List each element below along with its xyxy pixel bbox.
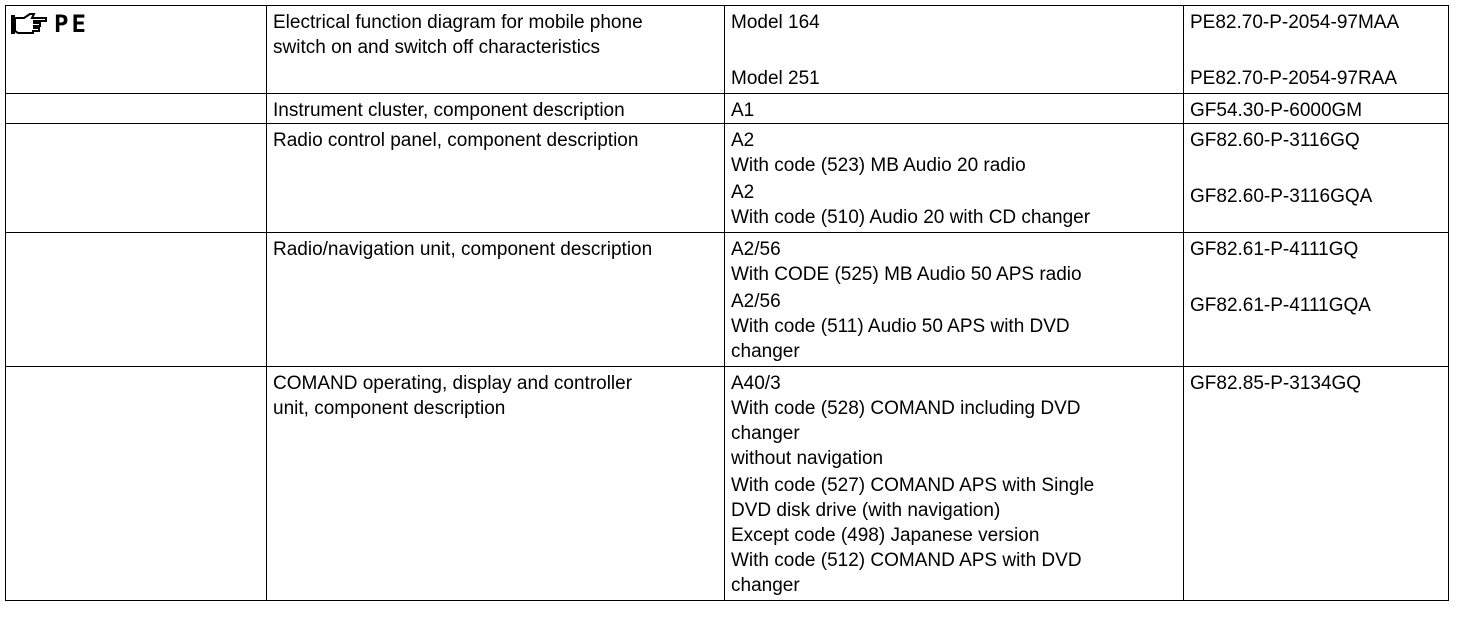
condition-line: With code (523) MB Audio 20 radio — [731, 155, 1026, 176]
condition-block: A40/3 With code (528) COMAND including D… — [731, 371, 1177, 471]
document-link[interactable]: GF82.61-P-4111GQA — [1190, 295, 1371, 316]
reference-cell: PE — [5, 5, 267, 94]
condition-line: changer — [731, 423, 800, 444]
reference-cell — [5, 232, 267, 367]
pointing-hand-icon — [10, 12, 48, 36]
table-row: Radio control panel, component descripti… — [5, 123, 1449, 233]
table-row: Radio/navigation unit, component descrip… — [5, 232, 1449, 367]
condition-line: With code (511) Audio 50 APS with DVD — [731, 316, 1070, 337]
document-link[interactable]: PE82.70-P-2054-97RAA — [1190, 68, 1398, 89]
document-cell: GF54.30-P-6000GM — [1183, 93, 1449, 124]
document-link[interactable]: GF82.60-P-3116GQA — [1190, 186, 1373, 207]
condition-line: changer — [731, 575, 800, 596]
reference-table: PE Electrical function diagram for mobil… — [5, 5, 1449, 601]
condition-line: changer — [731, 341, 800, 362]
description-line: Electrical function diagram for mobile p… — [273, 12, 643, 33]
document-link[interactable]: GF54.30-P-6000GM — [1190, 100, 1363, 121]
document-link[interactable]: GF82.85-P-3134GQ — [1190, 373, 1362, 394]
condition-block: A2 With code (523) MB Audio 20 radio — [731, 128, 1177, 178]
condition-cell: A40/3 With code (528) COMAND including D… — [724, 366, 1184, 601]
condition-block: A2/56 With code (511) Audio 50 APS with … — [731, 289, 1177, 364]
condition-cell: A1 — [724, 93, 1184, 124]
condition-line: DVD disk drive (with navigation) — [731, 500, 1001, 521]
condition-block: A2/56 With CODE (525) MB Audio 50 APS ra… — [731, 237, 1177, 287]
description-line: Radio/navigation unit, component descrip… — [273, 239, 653, 260]
condition-cell: A2 With code (523) MB Audio 20 radio A2 … — [724, 123, 1184, 233]
description-line: Radio control panel, component descripti… — [273, 130, 639, 151]
document-link[interactable]: GF82.61-P-4111GQ — [1190, 239, 1359, 260]
description-cell: Electrical function diagram for mobile p… — [266, 5, 725, 94]
condition-line: With CODE (525) MB Audio 50 APS radio — [731, 264, 1082, 285]
pe-label: PE — [54, 10, 89, 38]
condition-line: A2 — [731, 130, 755, 151]
condition-line: Model 164 — [731, 12, 820, 33]
document-cell: GF82.85-P-3134GQ — [1183, 366, 1449, 601]
pe-reference-mark: PE — [10, 8, 260, 40]
condition-cell: A2/56 With CODE (525) MB Audio 50 APS ra… — [724, 232, 1184, 367]
reference-cell — [5, 123, 267, 233]
description-cell: COMAND operating, display and controller… — [266, 366, 725, 601]
condition-line: With code (510) Audio 20 with CD changer — [731, 207, 1091, 228]
document-cell: PE82.70-P-2054-97MAA PE82.70-P-2054-97RA… — [1183, 5, 1449, 94]
condition-cell: Model 164 Model 251 — [724, 5, 1184, 94]
document-cell: GF82.61-P-4111GQ GF82.61-P-4111GQA — [1183, 232, 1449, 367]
condition-line: A2 — [731, 182, 755, 203]
condition-line: without navigation — [731, 448, 884, 469]
description-line: Instrument cluster, component descriptio… — [273, 100, 625, 121]
condition-line: A40/3 — [731, 373, 781, 394]
table-row: COMAND operating, display and controller… — [5, 366, 1449, 601]
description-cell: Instrument cluster, component descriptio… — [266, 93, 725, 124]
description-line: switch on and switch off characteristics — [273, 37, 601, 58]
condition-line: A2/56 — [731, 239, 781, 260]
description-line: COMAND operating, display and controller — [273, 373, 633, 394]
description-line: unit, component description — [273, 398, 506, 419]
condition-block: A2 With code (510) Audio 20 with CD chan… — [731, 180, 1177, 230]
table-row: PE Electrical function diagram for mobil… — [5, 5, 1449, 94]
table-row: Instrument cluster, component descriptio… — [5, 93, 1449, 124]
condition-line: A1 — [731, 100, 755, 121]
condition-line: With code (512) COMAND APS with DVD — [731, 550, 1082, 571]
condition-line: Except code (498) Japanese version — [731, 525, 1040, 546]
condition-block: With code (527) COMAND APS with Single D… — [731, 473, 1177, 598]
condition-line: A2/56 — [731, 291, 781, 312]
condition-line: With code (527) COMAND APS with Single — [731, 475, 1095, 496]
description-cell: Radio/navigation unit, component descrip… — [266, 232, 725, 367]
condition-line: With code (528) COMAND including DVD — [731, 398, 1081, 419]
document-link[interactable]: GF82.60-P-3116GQ — [1190, 130, 1360, 151]
reference-cell — [5, 93, 267, 124]
document-link[interactable]: PE82.70-P-2054-97MAA — [1190, 12, 1400, 33]
description-cell: Radio control panel, component descripti… — [266, 123, 725, 233]
reference-cell — [5, 366, 267, 601]
document-cell: GF82.60-P-3116GQ GF82.60-P-3116GQA — [1183, 123, 1449, 233]
condition-line: Model 251 — [731, 68, 820, 89]
